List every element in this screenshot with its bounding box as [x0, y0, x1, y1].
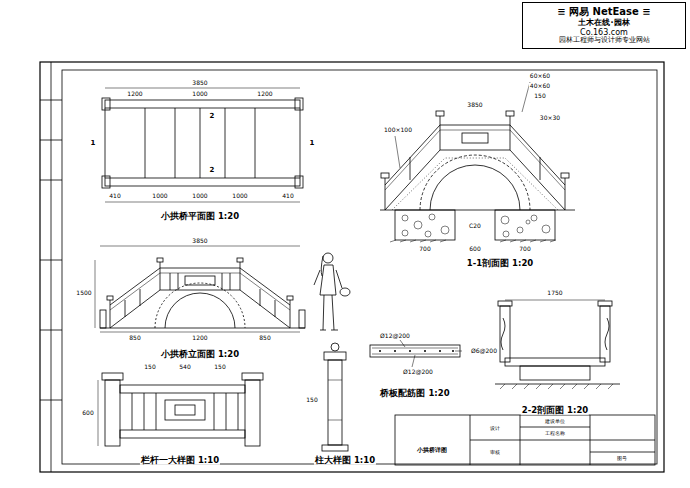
- view-title: 小拱桥平面图 1:20: [160, 212, 240, 221]
- view-title: 2-2剖面图 1:20: [521, 406, 589, 415]
- view-title: 小拱桥立面图 1:20: [160, 350, 240, 359]
- section-mark: 2: [209, 113, 216, 120]
- dimension-text: 3850: [191, 238, 208, 244]
- title-block-text: 审核: [489, 450, 501, 455]
- dimension-text: 1200: [191, 335, 208, 341]
- rebar-note: Ø12@200: [402, 369, 434, 375]
- dimension-text: 600: [81, 410, 94, 416]
- section-mark: 1: [309, 140, 316, 147]
- dimension-text: 410: [281, 193, 294, 199]
- note-text: 60×60: [529, 73, 551, 79]
- dimension-text: 1000: [231, 193, 248, 199]
- section-mark: 1: [90, 140, 97, 147]
- dimension-text: 1750: [546, 290, 563, 296]
- dimension-text: 1200: [126, 91, 143, 97]
- view-title: 1-1剖面图 1:20: [466, 259, 534, 268]
- dimension-text: 700: [518, 246, 531, 252]
- title-block-text: 工程名称: [544, 431, 566, 436]
- dimension-text: 150: [213, 364, 226, 370]
- note-text: 100×100: [383, 127, 413, 133]
- note-text: C20: [468, 223, 482, 229]
- title-block-text: 建设单位: [544, 419, 566, 424]
- view-title: 柱大样图 1:10: [314, 456, 376, 465]
- dimension-text: 600: [468, 246, 481, 252]
- rebar-note: Ø12@200: [379, 333, 411, 339]
- dimension-text: 410: [108, 193, 121, 199]
- dimension-text: 1000: [191, 193, 208, 199]
- dimension-text: 850: [128, 335, 141, 341]
- dimension-text: 150: [143, 364, 156, 370]
- dimension-text: 3850: [466, 102, 483, 108]
- watermark-text: ≡ 网易 NetEase ≡: [527, 6, 681, 18]
- view-title: 栏杆一大样图 1:10: [140, 456, 220, 465]
- watermark-text: 园林工程师与设计师专业网站: [527, 37, 681, 45]
- dimension-text: 1000: [151, 193, 168, 199]
- dimension-text: 700: [418, 246, 431, 252]
- watermark-text: Co.163.com: [527, 28, 681, 38]
- title-block-text: 设计: [489, 426, 501, 431]
- dimension-text: 850: [258, 335, 271, 341]
- section-mark: 2: [209, 167, 216, 174]
- dimension-text: 540: [178, 364, 191, 370]
- title-block-text: 小拱桥详图: [416, 447, 448, 453]
- note-text: 150: [533, 93, 546, 99]
- dimension-text: 3850: [191, 80, 208, 86]
- watermark-box: ≡ 网易 NetEase ≡土木在线·园林Co.163.com园林工程师与设计师…: [522, 2, 686, 49]
- view-title: 桥板配筋图 1:20: [379, 389, 450, 398]
- dimension-text: 1200: [256, 91, 273, 97]
- title-block-text: 图号: [616, 456, 628, 461]
- dimension-text: 150: [305, 397, 318, 403]
- watermark-text: 土木在线·园林: [527, 18, 681, 28]
- rebar-note: Ø6@200: [470, 348, 498, 354]
- note-text: 30×30: [539, 115, 561, 121]
- note-text: 40×60: [529, 83, 551, 89]
- dimension-text: 1500: [75, 290, 92, 296]
- dimension-text: 1000: [191, 91, 208, 97]
